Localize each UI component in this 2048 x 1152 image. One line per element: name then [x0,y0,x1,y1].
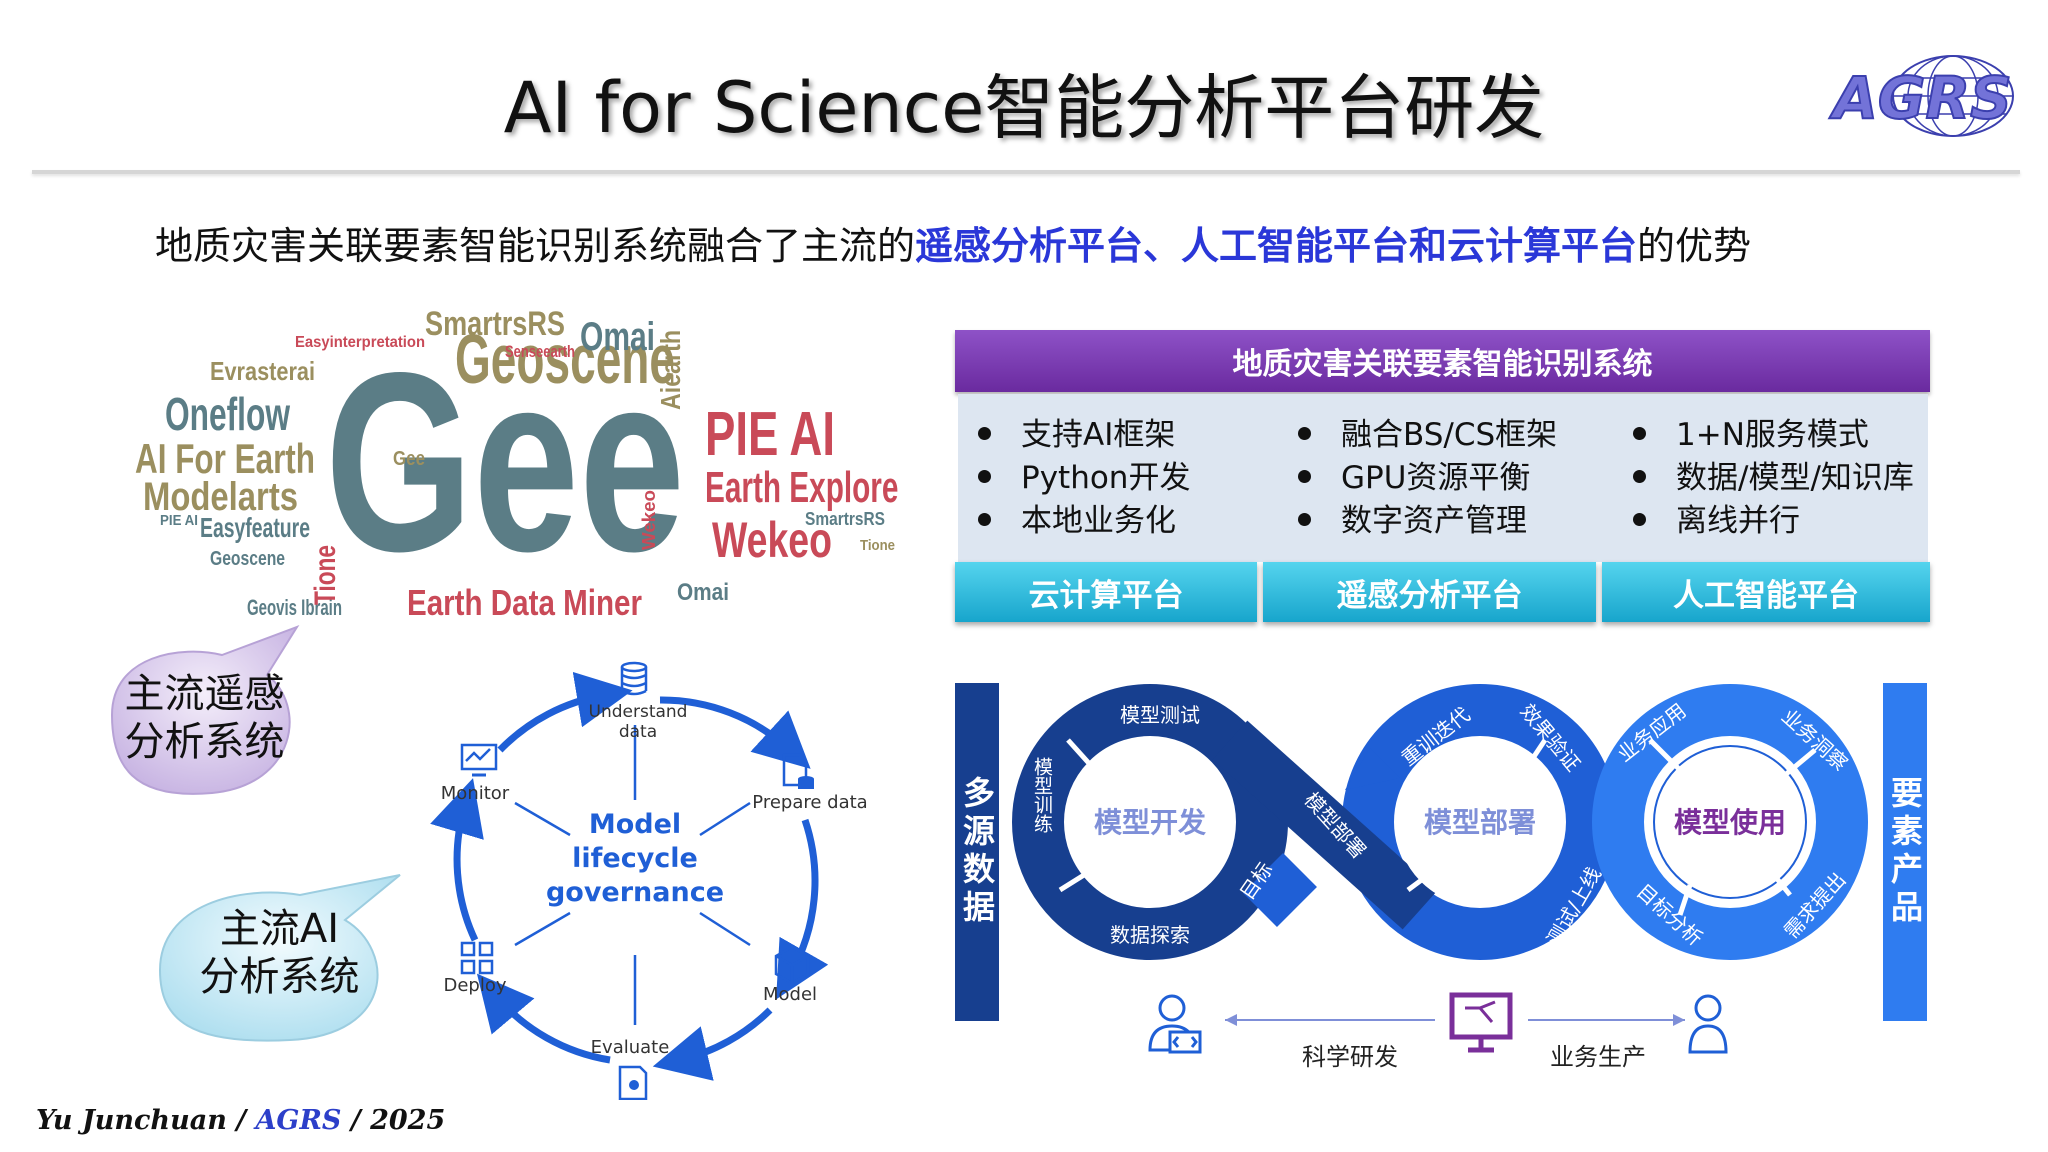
ai-system-bubble [158,874,401,1042]
lifecycle-node-label: Monitor [441,783,510,804]
subtitle-before: 地质灾害关联要素智能识别系统融合了主流的 [155,224,916,268]
cube-icon [774,945,810,985]
word-7: Modelarts [143,475,298,519]
word-24: PIE AI [160,512,198,529]
platform-cloud: 云计算平台 [955,562,1257,622]
word-21: SmartrsRS [805,509,885,529]
rs-bubble-text: 主流遥感 分析系统 [92,670,317,766]
svg-text:AGRS: AGRS [1829,64,2012,132]
feature-item: 数据/模型/知识库 [1633,457,1914,500]
monitor-icon [460,743,498,777]
platform-ai: 人工智能平台 [1602,562,1930,622]
production-label: 业务生产 [1550,1043,1646,1071]
ai-bubble-line2: 分析系统 [199,954,360,1000]
loop-title-deploy: 模型部署 [1424,806,1536,839]
word-17: Easyinterpretation [295,334,425,351]
segment-label: 模型训练 [1031,757,1053,833]
word-3: Earth Explorer [705,463,900,512]
footer-org: AGRS [255,1105,342,1136]
rs-bubble-line1: 主流遥感 [124,671,285,717]
bottom-flow: 科学研发 业务生产 [1148,992,1728,1071]
word-1: Geoscene [455,320,675,398]
multi-source-data-bar: 多源数据 [955,683,999,1021]
word-19: Omai [677,579,729,606]
subtitle-after: 的优势 [1637,224,1752,268]
title-divider [32,170,2020,174]
rs-system-bubble [110,625,300,795]
word-8: SmartrsRS [425,305,565,343]
feature-item: GPU资源平衡 [1298,457,1557,500]
word-cloud: Gee Geoscene PIE AI Earth Explorer Wekeo… [135,305,900,623]
report-icon [618,1065,648,1100]
word-20: Wekeo [639,490,659,550]
feature-column-2: 融合BS/CS框架 GPU资源平衡 数字资产管理 [1298,414,1557,543]
lifecycle-node-label: Evaluate [591,1037,670,1058]
feature-column-1: 支持AI框架 Python开发 本地业务化 [978,414,1190,543]
file-db-icon [782,753,814,789]
research-label: 科学研发 [1302,1043,1398,1071]
segment-label: 数据探索 [1110,923,1190,947]
word-14: Tione [309,545,342,605]
database-icon [620,661,648,696]
subtitle-highlight: 遥感分析平台、人工智能平台和云计算平台 [915,224,1638,268]
feature-item: 支持AI框架 [978,414,1190,457]
user-icon [1688,994,1728,1054]
feature-item: 本地业务化 [978,500,1190,543]
researcher-icon [1148,994,1202,1054]
feature-item: 融合BS/CS框架 [1298,414,1557,457]
feature-item: Python开发 [978,457,1190,500]
feature-box: 支持AI框架 Python开发 本地业务化 融合BS/CS框架 GPU资源平衡 … [958,394,1928,562]
feature-item: 数字资产管理 [1298,500,1557,543]
segment-label: 模型测试 [1120,703,1200,727]
loop-title-dev: 模型开发 [1094,806,1206,839]
word-4: Wekeo [712,512,832,568]
word-23: Gee [393,448,425,470]
word-6: AI For Earth [135,435,315,482]
feature-item: 离线并行 [1633,500,1914,543]
loop-title-use: 模型使用 [1674,806,1786,839]
word-11: Evrasterai [210,356,315,386]
lifecycle-node-label: Deploy [443,975,506,996]
word-22: Tione [860,537,895,554]
footer-author: Yu Junchuan / [36,1105,256,1136]
pipeline-loop-diagram: 模型开发 模型部署 模型使用 模型测试 模型训练 数据探索 目标 模型部署 重训… [1012,684,1868,960]
word-16: Geoscene [210,548,285,570]
word-2: PIE AI [705,400,835,469]
ai-bubble-line1: 主流AI [219,906,340,952]
ai-bubble-text: 主流AI 分析系统 [172,905,387,1001]
agrs-logo: AGRS [1828,55,2014,137]
feature-item: 1+N服务模式 [1633,414,1914,457]
word-0: Gee [325,320,685,605]
feature-column-3: 1+N服务模式 数据/模型/知识库 离线并行 [1633,414,1914,543]
platform-rs: 遥感分析平台 [1263,562,1596,622]
workstation-icon [1449,992,1513,1053]
lifecycle-node-label: Model [763,984,817,1005]
word-15: Aiearth [655,330,686,410]
word-9: Omai [580,315,655,359]
word-18: Senseearth [505,342,575,361]
footer-year: / 2025 [341,1105,446,1136]
subtitle: 地质灾害关联要素智能识别系统融合了主流的遥感分析平台、人工智能平台和云计算平台的… [155,215,1751,270]
page-title: AI for Science智能分析平台研发 [503,67,1545,149]
footer-credit: Yu Junchuan / AGRS / 2025 [36,1105,445,1136]
word-13: Geovis Ibrain [247,595,342,620]
word-5: Oneflow [165,388,290,440]
rs-bubble-line2: 分析系统 [124,719,285,765]
lifecycle-node-label: Prepare data [752,792,867,813]
word-12: Earth Data Miner [407,582,642,623]
network-icon [460,941,494,975]
system-header: 地质灾害关联要素智能识别系统 [955,330,1930,392]
feature-products-bar: 要素产品 [1883,683,1927,1021]
word-10: Easyfeature [200,512,310,543]
